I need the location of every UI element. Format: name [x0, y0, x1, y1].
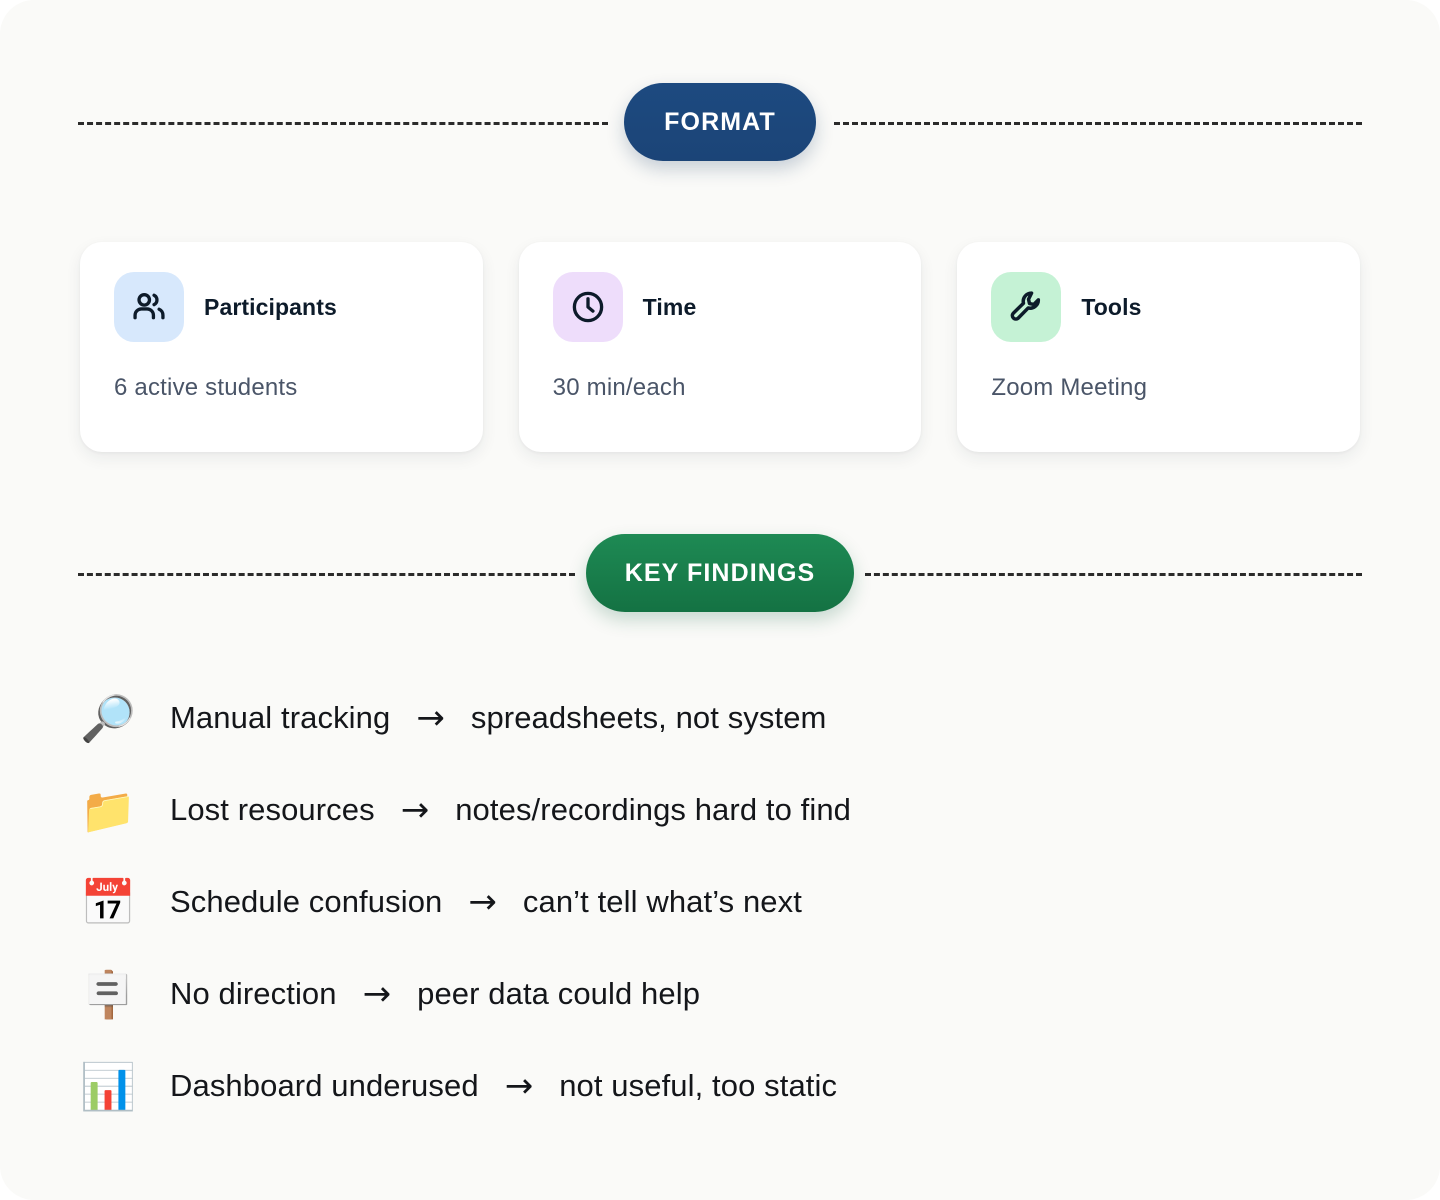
card-title: Participants — [204, 293, 337, 320]
card-tools[interactable]: Tools Zoom Meeting — [957, 242, 1361, 452]
arrow-right-icon: → — [416, 698, 445, 738]
card-header: Tools — [991, 272, 1326, 342]
clock-icon — [569, 288, 607, 326]
finding-label: Manual tracking — [170, 700, 391, 735]
finding-detail: spreadsheets, not system — [470, 700, 827, 735]
finding-detail: can’t tell what’s next — [522, 884, 802, 919]
card-time[interactable]: Time 30 min/each — [518, 242, 922, 452]
finding-row[interactable]: 📅 Schedule confusion → can’t tell what’s… — [76, 870, 1376, 934]
finding-label: Lost resources — [170, 792, 375, 827]
card-participants[interactable]: Participants 6 active students — [80, 242, 483, 452]
card-value: 30 min/each — [552, 374, 686, 401]
folder-icon: 📁 — [79, 783, 137, 837]
key-findings-badge[interactable]: KEY FINDINGS — [586, 534, 854, 612]
people-icon — [130, 288, 168, 326]
finding-detail: not useful, too static — [559, 1068, 838, 1103]
finding-detail: peer data could help — [417, 976, 701, 1011]
finding-row[interactable]: 📊 Dashboard underused → not useful, too … — [76, 1054, 1376, 1118]
people-icon-tile — [114, 272, 184, 342]
calendar-icon: 📅 — [79, 875, 137, 929]
dashboard-chart-icon: 📊 — [79, 1059, 137, 1113]
arrow-right-icon: → — [468, 882, 497, 922]
clock-icon-tile — [552, 272, 623, 342]
finding-row[interactable]: 🪧 No direction → peer data could help — [76, 962, 1376, 1026]
finding-label: Dashboard underused — [170, 1068, 479, 1103]
dashed-rule-right — [865, 573, 1362, 576]
card-header: Time — [552, 272, 888, 342]
wrench-icon-tile — [991, 272, 1062, 342]
arrow-right-icon: → — [504, 1066, 534, 1106]
card-title: Tools — [1081, 293, 1142, 320]
dashed-rule-left — [78, 573, 575, 576]
finding-detail: notes/recordings hard to find — [455, 792, 852, 827]
finding-row[interactable]: 📁 Lost resources → notes/recordings hard… — [76, 778, 1376, 842]
arrow-right-icon: → — [400, 790, 430, 830]
format-section-divider: FORMAT — [0, 80, 1440, 164]
finding-row[interactable]: 🔎 Manual tracking → spreadsheets, not sy… — [76, 686, 1376, 750]
finding-label: No direction — [170, 976, 337, 1011]
format-badge[interactable]: FORMAT — [624, 83, 816, 161]
dashed-rule-right — [834, 122, 1362, 125]
card-header: Participants — [114, 272, 449, 342]
key-findings-list: 🔎 Manual tracking → spreadsheets, not sy… — [76, 686, 1376, 1118]
arrow-right-icon: → — [362, 974, 392, 1014]
signpost-icon: 🪧 — [79, 967, 137, 1021]
card-value: Zoom Meeting — [991, 374, 1148, 401]
wrench-icon — [1007, 288, 1045, 326]
card-value: 6 active students — [114, 374, 298, 401]
format-card-group: Participants 6 active students Time 30 m… — [80, 242, 1361, 452]
dashed-rule-left — [78, 122, 608, 125]
key-findings-section-divider: KEY FINDINGS — [0, 531, 1440, 615]
finding-label: Schedule confusion — [170, 884, 443, 919]
document-search-icon: 🔎 — [79, 691, 137, 745]
card-title: Time — [642, 293, 697, 320]
